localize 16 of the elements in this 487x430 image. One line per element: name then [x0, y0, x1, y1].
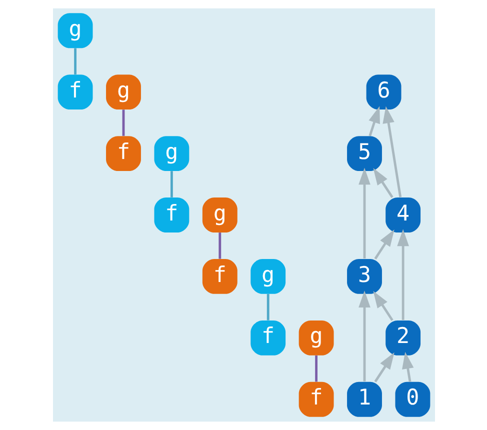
connector [314, 355, 317, 382]
arrow [374, 230, 394, 260]
arrow [402, 352, 414, 382]
arrow [368, 106, 380, 136]
arrow [374, 352, 394, 382]
arrow [358, 168, 370, 258]
arrow [372, 168, 393, 198]
connector [266, 294, 269, 320]
connector [218, 232, 221, 259]
arrow [358, 290, 370, 382]
arrow [396, 229, 408, 320]
arrow [382, 106, 402, 198]
connector [170, 171, 172, 198]
connector [74, 48, 76, 74]
arrow [372, 290, 393, 321]
connector [122, 110, 124, 136]
